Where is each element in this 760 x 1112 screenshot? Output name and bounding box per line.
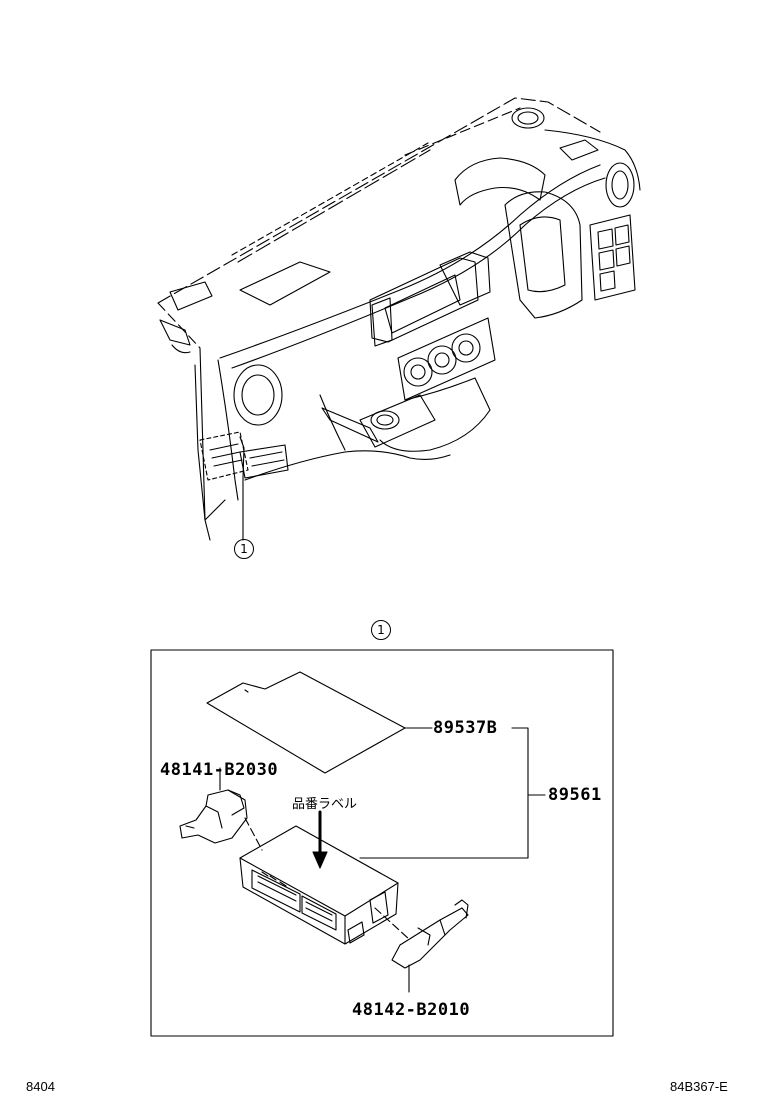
assembly-bracket-89561 — [359, 727, 546, 859]
label-sheet-89537b — [206, 671, 433, 774]
bracket-48141 — [179, 767, 263, 851]
callout-detail: 1 — [371, 620, 391, 640]
label-48141-b2030: 48141-B2030 — [160, 760, 279, 780]
detail-frame — [150, 649, 614, 1037]
footer-code-right: 84B367-E — [670, 1079, 728, 1094]
bracket-48142 — [374, 899, 469, 993]
label-48142-b2010: 48142-B2010 — [352, 1000, 471, 1020]
ecu-module — [239, 825, 399, 945]
label-89537b: 89537B — [433, 718, 498, 738]
label-part-number-sticker: 品番ラベル — [292, 797, 358, 812]
label-89561: 89561 — [548, 785, 602, 805]
callout-dashboard: 1 — [234, 539, 254, 559]
dashboard-illustration — [157, 97, 641, 541]
footer-code-left: 8404 — [26, 1079, 55, 1094]
label-arrow — [312, 810, 328, 869]
